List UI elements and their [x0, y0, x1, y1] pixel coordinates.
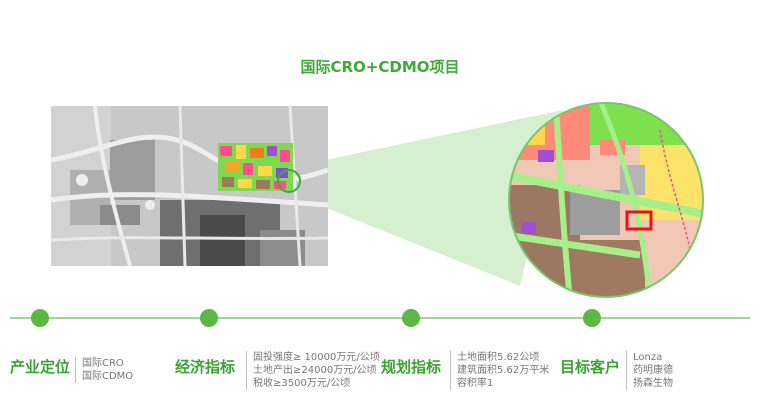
timeline-dot-2	[200, 309, 218, 327]
timeline-line	[10, 317, 750, 319]
timeline-dot-1	[31, 309, 49, 327]
step-details-planning-indicators: 土地面积5.62公顷 建筑面积5.62万平米 容积率1	[450, 351, 549, 390]
detail-line: Lonza	[633, 352, 663, 363]
timeline-dot-3	[402, 309, 420, 327]
step-label-economic-indicators: 经济指标	[175, 358, 236, 376]
detail-line: 土地面积5.62公顷	[457, 352, 540, 363]
step-details-industry-positioning: 国际CRO 国际CDMO	[75, 357, 133, 383]
detail-line: 国际CDMO	[82, 371, 134, 382]
zoom-cone	[287, 110, 563, 286]
step-details-target-customers: Lonza 药明康德 扬森生物	[626, 351, 673, 390]
detail-line: 药明康德	[633, 365, 673, 376]
step-label-industry-positioning: 产业定位	[10, 358, 71, 376]
detail-line: 固投强度≥ 10000万元/公顷	[253, 352, 380, 363]
zoom-circle-border	[508, 102, 704, 298]
step-details-economic-indicators: 固投强度≥ 10000万元/公顷 土地产出≥24000万元/公顷 税收≥3500…	[246, 351, 380, 390]
step-label-target-customers: 目标客户	[560, 358, 621, 376]
detail-line: 国际CRO	[82, 358, 124, 369]
diagram-title: 国际CRO+CDMO项目	[300, 58, 460, 76]
detail-line: 容积率1	[457, 378, 494, 389]
detail-line: 税收≥3500万元/公顷	[253, 378, 351, 389]
detail-line: 土地产出≥24000万元/公顷	[253, 365, 377, 376]
overview-map	[51, 106, 328, 266]
detail-line: 建筑面积5.62万平米	[457, 365, 550, 376]
detail-line: 扬森生物	[633, 378, 673, 389]
timeline-dot-4	[583, 309, 601, 327]
step-label-planning-indicators: 规划指标	[381, 358, 442, 376]
